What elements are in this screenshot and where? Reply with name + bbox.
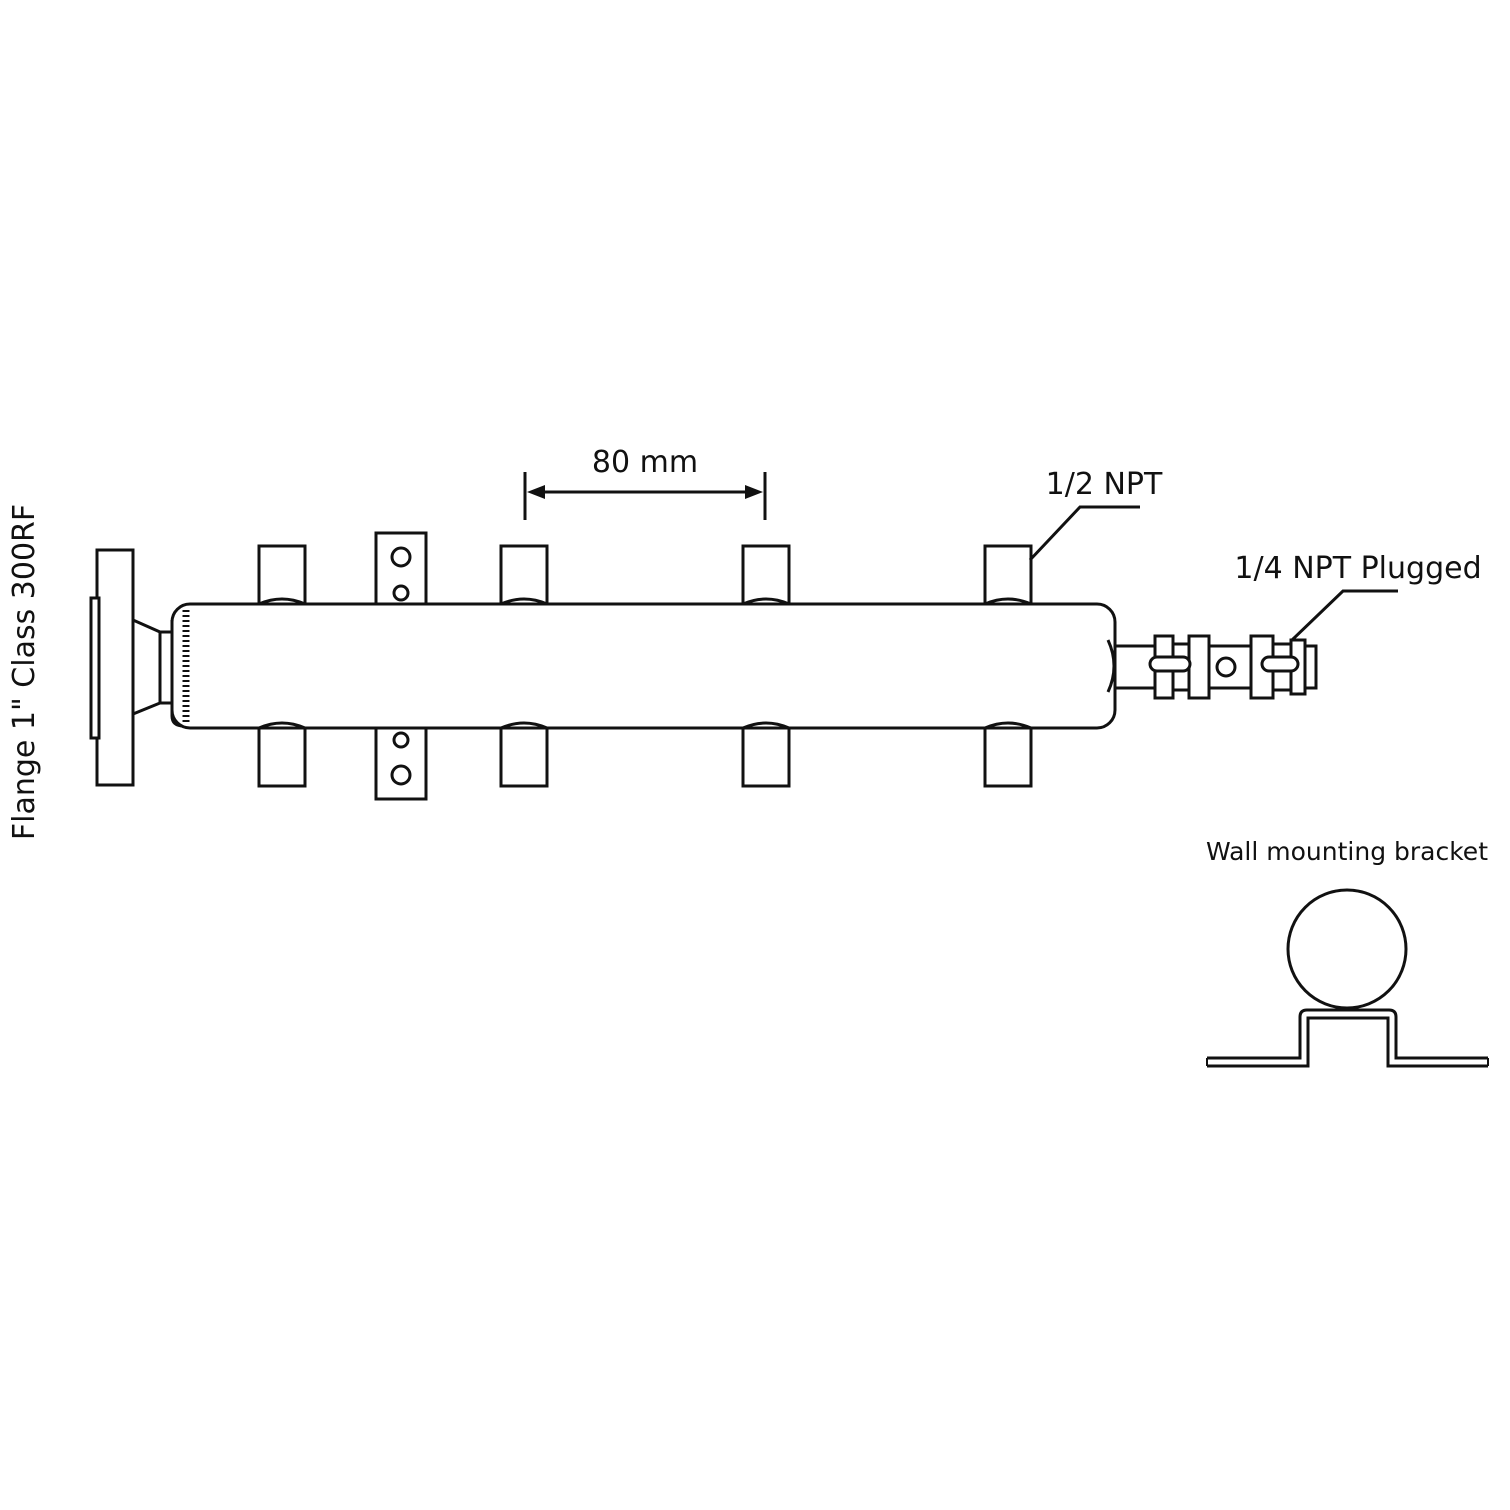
half-npt-label: 1/2 NPT <box>1046 467 1163 502</box>
top-outlet <box>741 544 791 606</box>
top-outlet <box>983 544 1033 606</box>
header-pipe <box>170 602 1117 730</box>
quarter-npt-callout: 1/4 NPT Plugged <box>1234 551 1482 642</box>
quarter-npt-label: 1/4 NPT Plugged <box>1234 551 1481 586</box>
bottom-outlet <box>499 721 549 788</box>
bottom-outlets <box>257 721 1033 788</box>
wall-bracket-detail: Wall mounting bracket <box>1206 837 1489 1068</box>
half-npt-callout: 1/2 NPT <box>1028 467 1163 562</box>
mounting-bracket-bottom <box>374 726 428 801</box>
mounting-bracket-top <box>374 531 428 606</box>
top-outlet <box>499 544 549 606</box>
valve-assembly <box>1113 634 1318 700</box>
top-outlets <box>257 544 1033 606</box>
bottom-outlet <box>741 721 791 788</box>
dimension-label: 80 mm <box>592 445 698 480</box>
dimension-80mm: 80 mm <box>523 445 767 520</box>
flange-label: Flange 1" Class 300RF <box>7 504 42 840</box>
bottom-outlet <box>257 721 307 788</box>
bottom-outlet <box>983 721 1033 788</box>
bracket-label: Wall mounting bracket <box>1206 837 1488 866</box>
flange <box>89 548 185 787</box>
top-outlet <box>257 544 307 606</box>
